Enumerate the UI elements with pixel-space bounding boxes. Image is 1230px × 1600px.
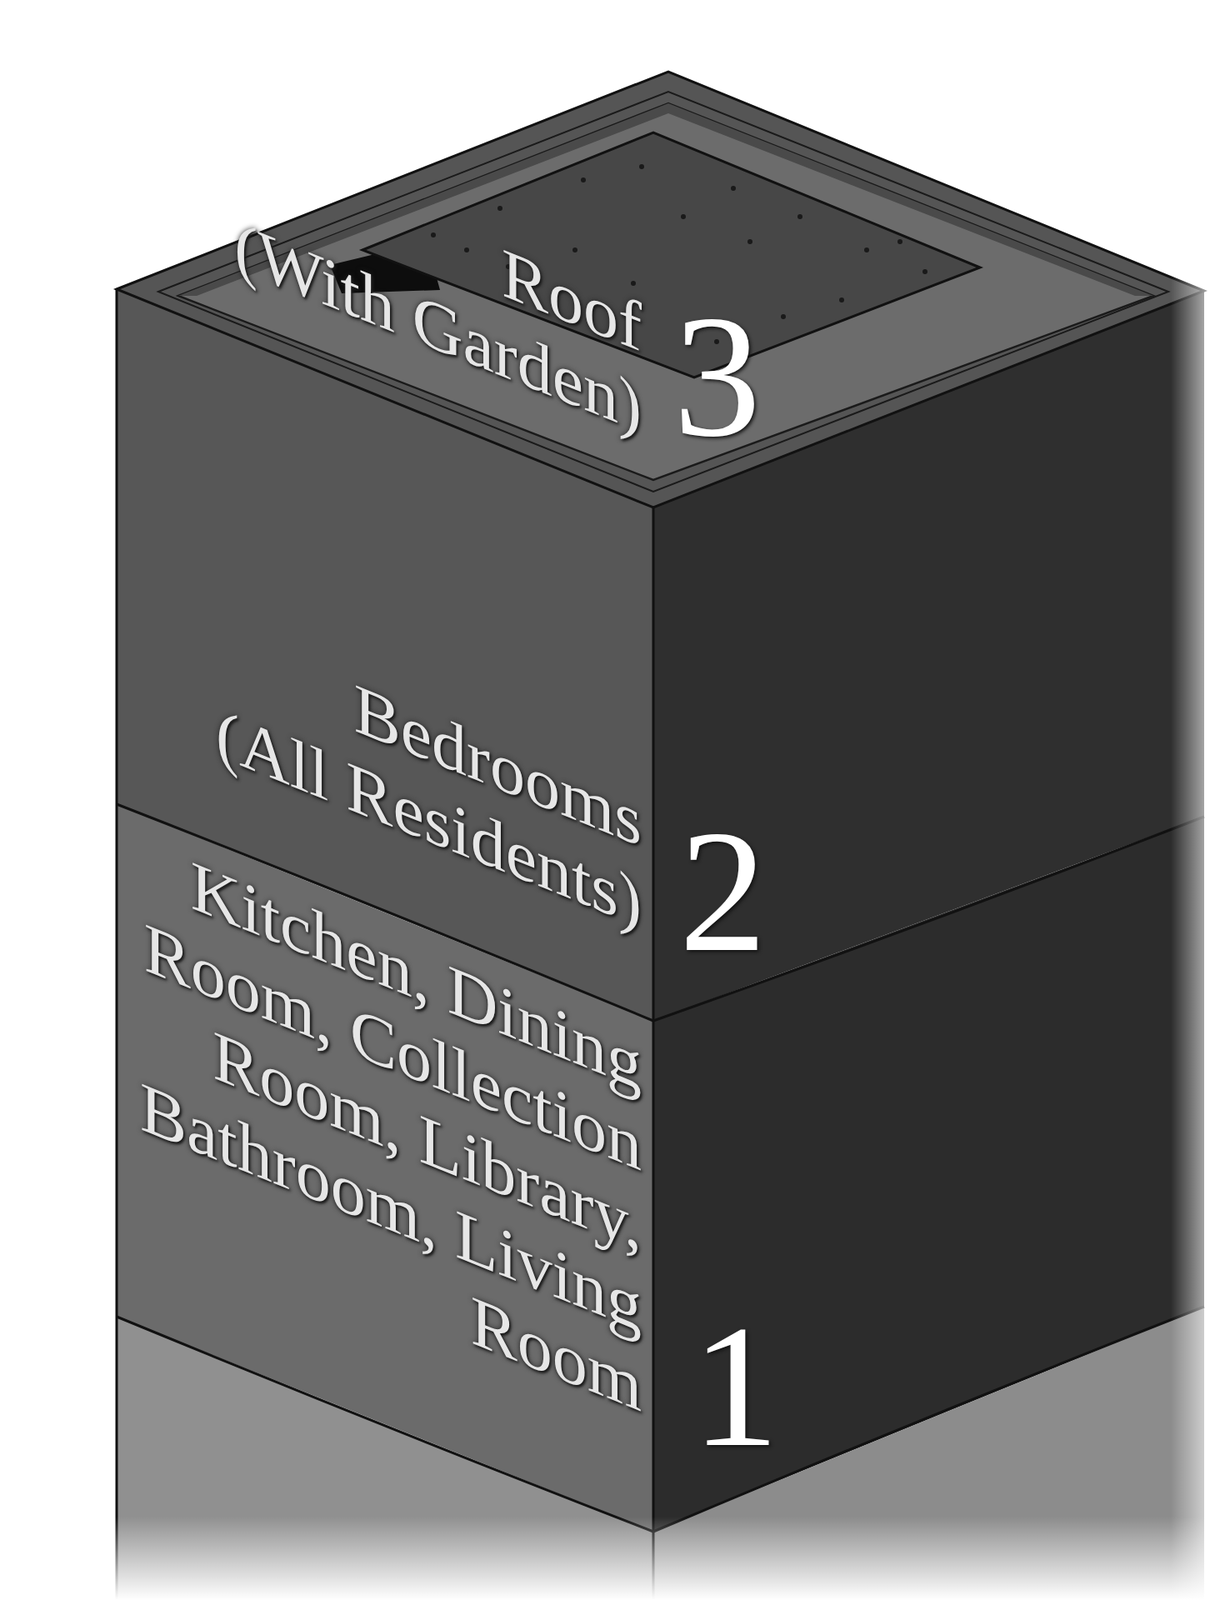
floor-number: 1 <box>691 1298 780 1474</box>
floor-label: Kitchen, Dining Room, Collection Room, L… <box>108 810 642 1430</box>
label-group: Kitchen, Dining Room, Collection Room, L… <box>108 810 642 1430</box>
roof-parapet <box>116 71 1205 508</box>
left-edge <box>115 289 119 1600</box>
label-group: Roof(With Garden) <box>175 100 642 450</box>
floor-number: 3 <box>673 288 761 464</box>
roof-rim-line <box>158 91 1169 492</box>
floor-number: 2 <box>679 803 767 979</box>
left-fade <box>91 283 110 1600</box>
roof-band: Roof(With Garden)3 <box>200 100 800 484</box>
floor-line-lower <box>116 1306 1205 1532</box>
floor-band: Kitchen, Dining Room, Collection Room, L… <box>108 766 800 1467</box>
front-edge <box>652 507 655 1600</box>
bottom-fade <box>0 1516 1230 1600</box>
right-fade <box>1170 250 1230 1600</box>
